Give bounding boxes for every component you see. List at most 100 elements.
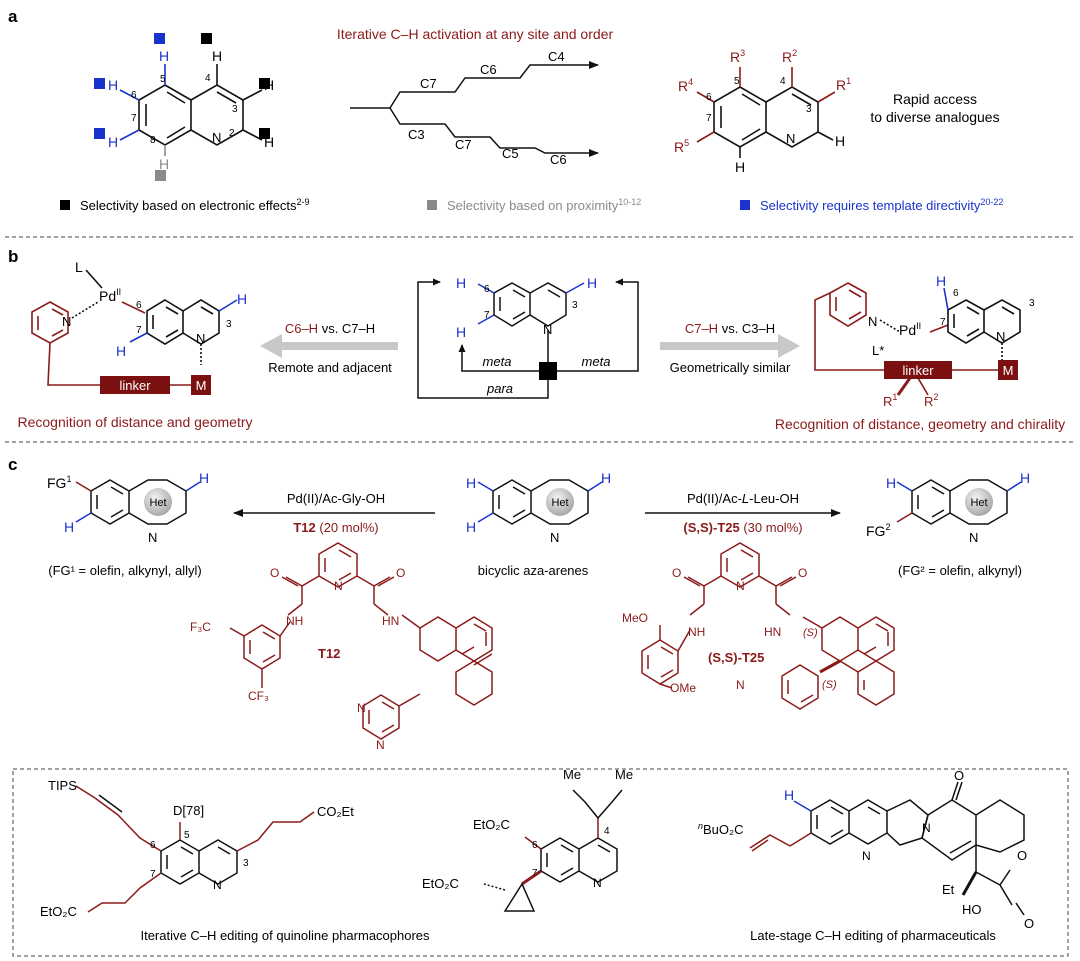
t12-structure	[229, 542, 493, 740]
t25-ome-top: MeO	[622, 611, 648, 625]
eto2c-left: EtO₂C	[40, 904, 77, 919]
right-het-n: N	[969, 530, 978, 545]
t12-pyridine-n: N	[334, 579, 343, 593]
right-pyridine-n: N	[868, 314, 877, 329]
atom-n-a: N	[212, 130, 221, 145]
center-pos6: 6	[484, 284, 490, 295]
path-upper-c7: C7	[420, 76, 437, 91]
legend-square-template	[740, 200, 750, 210]
center-het-h2: H	[466, 519, 476, 535]
pathway-tree	[350, 61, 599, 157]
t12-o1: O	[270, 566, 279, 580]
left-het-n: N	[148, 530, 157, 545]
right-pos7: 7	[940, 317, 946, 328]
path-upper-c6: C6	[480, 62, 497, 77]
center-het-h1: H	[466, 475, 476, 491]
camptothecin-o1: O	[954, 768, 964, 783]
me-label-2: Me	[615, 767, 633, 782]
left-caption: Recognition of distance and geometry	[17, 414, 252, 430]
path-lower-c6: C6	[550, 152, 567, 167]
left-pos3: 3	[226, 319, 232, 330]
grey-square-h8	[155, 170, 166, 181]
rapid-access-line2: to diverse analogues	[870, 109, 999, 125]
right-linker	[884, 361, 952, 379]
left-metal-label: M	[196, 378, 207, 393]
blue-square-h5	[154, 33, 165, 44]
product-pos4: 4	[780, 76, 786, 87]
product-h2: H	[835, 133, 845, 149]
pos-5: 5	[160, 74, 166, 85]
product-r3: R3	[730, 48, 745, 65]
left-arrow-sublabel: Remote and adjacent	[268, 360, 392, 375]
right-template-structure	[814, 282, 1021, 396]
nbuo2c-label: nBuO₂C	[698, 821, 743, 837]
left-pd: PdII	[99, 287, 121, 304]
pos-6: 6	[131, 90, 137, 101]
product-r4: R4	[678, 77, 693, 94]
blue-square-h6	[94, 78, 105, 89]
legend-square-electronic	[60, 200, 70, 210]
right-pos3: 3	[1029, 298, 1035, 309]
legend-square-proximity	[427, 200, 437, 210]
legend-electronic: Selectivity based on electronic effects2…	[80, 197, 310, 213]
center-pos3: 3	[572, 300, 578, 311]
blue-square-h7	[94, 128, 105, 139]
camptothecin-h: H	[784, 787, 794, 803]
left-linker	[100, 376, 170, 394]
camptothecin-ho: HO	[962, 902, 982, 917]
right-r2: R2	[924, 392, 938, 409]
left-het-label: Het	[149, 497, 166, 509]
path-lower-c3: C3	[408, 127, 425, 142]
center-meta-left: meta	[483, 354, 512, 369]
left-pos7: 7	[136, 325, 142, 336]
pos-2: 2	[229, 128, 235, 139]
caption-iterative: Iterative C–H editing of quinoline pharm…	[140, 928, 430, 943]
pos-8: 8	[150, 135, 156, 146]
left-het-product	[75, 479, 201, 525]
cyclo-n: N	[593, 876, 602, 890]
panel-b-label: b	[8, 247, 18, 266]
t12-o2: O	[396, 566, 405, 580]
left-fg-h: H	[64, 519, 74, 535]
t12-label: T12	[318, 646, 340, 661]
pos-4: 4	[205, 73, 211, 84]
rapid-access-line1: Rapid access	[893, 91, 977, 107]
iterative-pos7: 7	[150, 869, 156, 880]
center-n: N	[543, 322, 552, 337]
legend-template: Selectivity requires template directivit…	[760, 197, 1003, 213]
t12-pyrimidine-n2: N	[376, 738, 385, 752]
t12-pyrimidine-n1: N	[357, 701, 366, 715]
right-arrow-label: C7–H vs. C3–H	[685, 321, 775, 336]
right-conditions: Pd(II)/Ac-L-Leu-OH	[687, 491, 799, 506]
right-pd: PdII	[899, 321, 921, 338]
caption-late-stage: Late-stage C–H editing of pharmaceutical…	[750, 928, 996, 943]
center-black-square	[539, 362, 557, 380]
atom-h5: H	[159, 48, 169, 64]
product-r2: R2	[782, 48, 797, 65]
t12-cf3-top: F₃C	[190, 620, 211, 634]
left-grey-arrow	[260, 334, 398, 358]
quinoline-product-a	[696, 67, 836, 158]
black-square-h4	[201, 33, 212, 44]
right-h6: H	[936, 273, 946, 289]
product-pos3: 3	[806, 104, 812, 115]
center-h6: H	[456, 275, 466, 291]
product-pos7: 7	[706, 113, 712, 124]
left-het-h: H	[199, 470, 209, 486]
center-caption: bicyclic aza-arenes	[478, 563, 589, 578]
center-meta-right: meta	[582, 354, 611, 369]
camptothecin-o3: O	[1024, 916, 1034, 931]
pharmacophore-box	[12, 768, 1069, 957]
cyclo-pos6: 6	[532, 840, 538, 851]
panel-a-label: a	[8, 7, 18, 26]
t25-structure	[641, 542, 895, 710]
left-metal	[191, 375, 211, 395]
t25-nh1: NH	[688, 625, 705, 639]
quinoline-structure-a	[119, 64, 263, 156]
t12-nh2: HN	[382, 614, 399, 628]
atom-n-product: N	[786, 131, 795, 146]
tips-label: TIPS	[48, 778, 77, 793]
left-ligand-l: L	[75, 259, 83, 275]
left-linker-label: linker	[119, 378, 151, 393]
